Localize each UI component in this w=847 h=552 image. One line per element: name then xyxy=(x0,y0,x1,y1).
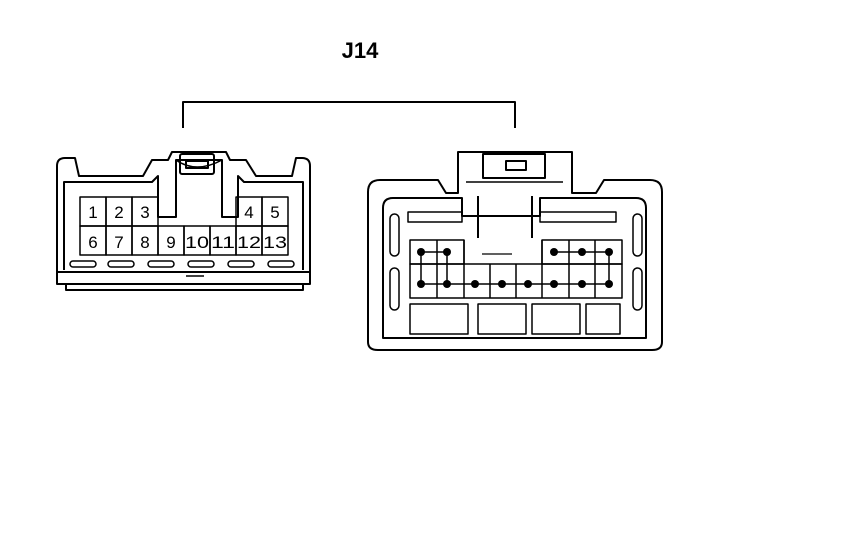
pin-number: 10 xyxy=(185,233,209,252)
right-connector xyxy=(367,151,663,351)
pin-number: 8 xyxy=(140,233,149,252)
pin-number: 6 xyxy=(88,233,97,252)
pin-number: 4 xyxy=(244,203,253,222)
pin-number: 1 xyxy=(88,203,97,222)
pin-number: 9 xyxy=(166,233,175,252)
pin-number: 13 xyxy=(263,233,287,252)
pin-number: 11 xyxy=(211,233,235,252)
pin-labels: 1 2 3 4 5 6 7 8 9 10 11 12 13 xyxy=(88,203,287,252)
terminal-dots xyxy=(417,248,613,288)
pin-number: 3 xyxy=(140,203,149,222)
pin-number: 5 xyxy=(270,203,279,222)
connector-label: J14 xyxy=(341,38,379,63)
pin-number: 12 xyxy=(237,233,261,252)
pin-number: 7 xyxy=(114,233,123,252)
pairing-bracket xyxy=(182,101,516,128)
left-connector xyxy=(56,151,311,291)
pin-number: 2 xyxy=(114,203,123,222)
